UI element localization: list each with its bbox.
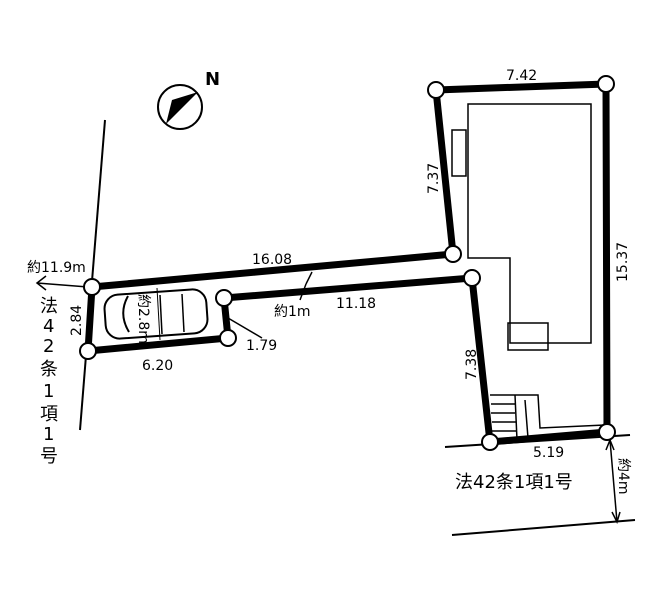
dim-house-right: 15.37 <box>615 242 631 282</box>
dim-car-width: 約2.8m <box>135 294 151 344</box>
left-road-arrow <box>35 275 89 291</box>
left-road-label: 法 4 2 条 1 項 1 号 <box>40 296 58 467</box>
left-road-char: 項 <box>40 404 58 425</box>
dim-parking-right: 1.79 <box>246 338 277 354</box>
dim-parking-left: 2.84 <box>69 305 85 336</box>
dim-top-long: 16.08 <box>252 252 292 268</box>
bottom-road-line-far <box>451 519 636 536</box>
left-road-char: 1 <box>43 424 54 445</box>
left-road-char: 1 <box>43 381 54 402</box>
dim-passage-width: 約1m <box>274 304 311 320</box>
dim-house-left-lower: 7.38 <box>464 349 480 380</box>
dim-house-bottom: 5.19 <box>533 445 564 461</box>
car-icon <box>103 288 209 340</box>
leader-line-1-79 <box>227 317 263 339</box>
left-road-char: 2 <box>43 336 54 357</box>
left-road-char: 条 <box>40 359 58 380</box>
lot-boundary <box>84 80 611 446</box>
left-road-char: 4 <box>43 316 54 337</box>
dim-house-top: 7.42 <box>506 68 537 84</box>
house-outline <box>451 103 606 441</box>
boundary-points <box>79 75 616 451</box>
dim-bottom-road-width: 約4m <box>615 458 631 495</box>
bottom-road-label: 法42条1項1号 <box>455 472 573 493</box>
dim-inner-long: 11.18 <box>336 296 376 312</box>
dim-left-road-frontage: 約11.9m <box>27 260 86 276</box>
left-road-char: 号 <box>40 446 58 467</box>
left-road-line <box>79 119 106 431</box>
north-compass-icon: N <box>157 69 220 130</box>
passage-width-marker <box>299 271 313 301</box>
left-road-char: 法 <box>40 296 58 317</box>
car-width-arrow <box>156 287 161 341</box>
dim-house-left-upper: 7.37 <box>426 163 442 194</box>
dim-parking-bottom: 6.20 <box>142 358 173 374</box>
compass-north-label: N <box>205 69 220 90</box>
